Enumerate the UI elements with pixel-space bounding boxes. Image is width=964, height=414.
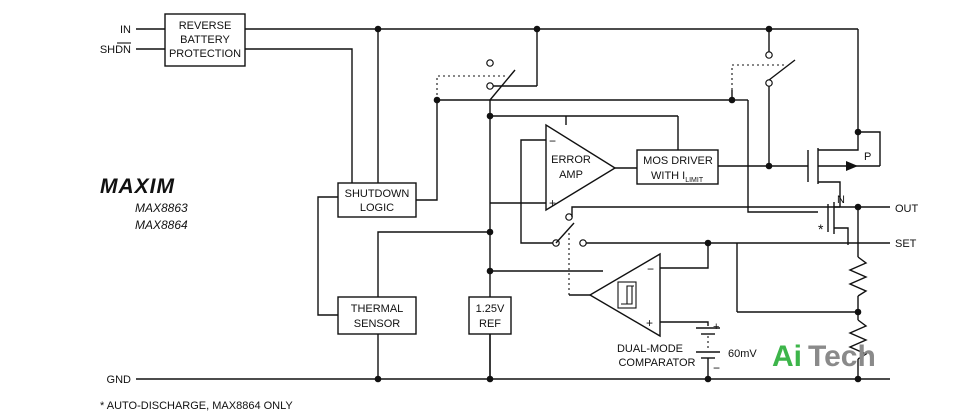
resistor-top [848,256,868,297]
mos-driver-line2: WITH ILIMIT [651,170,704,184]
junction [854,375,862,383]
reverse-battery-line2: BATTERY [180,34,230,46]
junction [854,308,862,316]
junction [486,228,494,236]
reverse-battery-line1: REVERSE [179,20,232,32]
junction [433,96,441,104]
shutdown-logic-block [337,182,417,218]
switch1-contact-b [486,82,494,90]
error-amp-plus: + [549,196,556,210]
fb-switch-contact-c [579,239,587,247]
mos-driver-line1: MOS DRIVER [643,155,713,167]
junction [854,203,862,211]
error-amp-minus: − [549,134,556,148]
pin-set-label: SET [895,238,917,250]
thermal-sensor-line1: THERMAL [351,303,404,315]
watermark-tech: Tech [808,340,876,373]
fb-switch-contact-a [565,213,573,221]
thermal-supply [377,231,490,297]
reference-block [468,296,512,335]
battery-minus: − [713,361,720,375]
reverse-battery-block [164,13,246,67]
comparator-inv-in [660,243,709,269]
switch2-actuator [731,64,785,90]
nmos-label: N [837,194,845,206]
mos-driver-block [636,149,719,185]
pin-shdn-label: SHDN [100,44,131,56]
junction [765,25,773,33]
error-amp [545,123,617,212]
error-amp-feedback [520,139,553,244]
nmos-asterisk: * [818,221,824,237]
thermal-sensor-line2: SENSOR [354,318,401,330]
control-to-nmos-b [747,100,818,213]
comparator-line2: COMPARATOR [618,357,695,369]
junction [704,239,712,247]
error-amp-line1: ERROR [551,154,591,166]
comparator-pos-in [660,321,709,326]
switch2-contact-a [765,51,773,59]
pin-gnd-label: GND [107,374,132,386]
shdn-to-logic [245,48,353,183]
hysteresis-icon-b [627,286,633,305]
junction [374,375,382,383]
reference-line1: 1.25V [476,303,505,315]
comparator-line1: DUAL-MODE [617,343,683,355]
error-amp-line2: AMP [559,169,583,181]
part-number-1: MAX8863 [135,201,188,215]
reverse-battery-line3: PROTECTION [169,48,241,60]
pin-in-label: IN [120,24,131,36]
thermal-to-logic [317,196,338,316]
junction [374,25,382,33]
pmos-drain [818,181,841,207]
nmos-source [834,227,849,245]
comparator-minus: − [647,262,654,276]
junction [704,375,712,383]
junction [728,96,736,104]
logic-output [416,100,438,201]
footnote: * AUTO-DISCHARGE, MAX8864 ONLY [100,400,293,412]
switch2-contact-b [765,79,773,87]
hysteresis-icon [621,285,634,305]
maxim-logo: MAXIM [100,175,175,198]
switch1-blade [489,69,516,101]
offset-voltage-label: 60mV [728,348,757,360]
pin-out-label: OUT [895,203,919,215]
fb-switch-to-out [571,206,840,217]
comparator-plus: + [646,316,653,330]
switch1-contact-a [486,59,494,67]
resistor-bottom [848,319,868,360]
pmos-arrow [846,161,858,171]
junction [486,112,494,120]
junction [854,128,862,136]
pmos-label: P [864,151,871,163]
fb-switch-blade [555,222,575,244]
switch2-blade [768,59,796,81]
junction [533,25,541,33]
switch1-actuator [436,75,505,100]
junction [486,267,494,275]
reference-line2: REF [479,318,501,330]
thermal-sensor-block [337,296,417,335]
watermark-ai: Ai [772,340,802,373]
shutdown-logic-line1: SHUTDOWN [345,188,410,200]
shutdown-logic-line2: LOGIC [360,202,394,214]
junction [486,375,494,383]
battery-plus: + [713,321,719,333]
junction [765,162,773,170]
part-number-2: MAX8864 [135,218,188,232]
